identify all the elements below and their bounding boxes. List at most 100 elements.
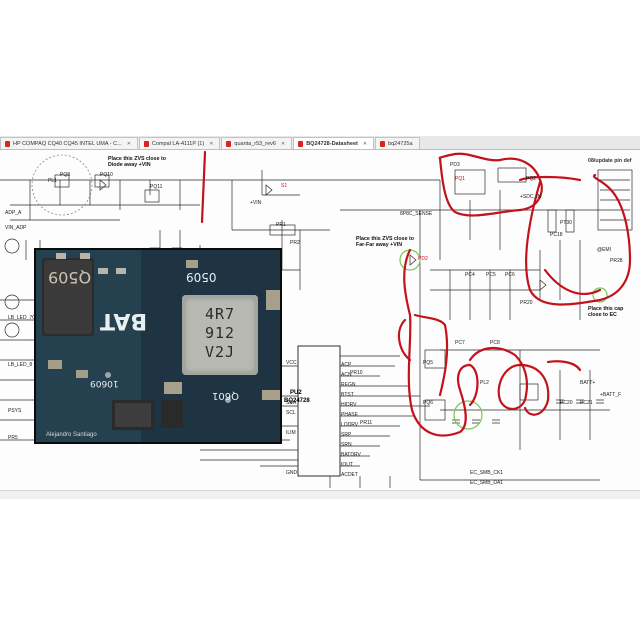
tab-compal[interactable]: Compal LA-4111P (1) ✕ [138,137,221,149]
component-label: 8P8C_SENSE [400,211,433,217]
close-icon[interactable]: ✕ [362,140,368,147]
component-label: PD3 [450,162,460,168]
component-label: PC5 [486,272,496,278]
component-label: PL1 [48,178,57,184]
tab-label: bq24725a [388,140,413,147]
component-label: PC18 [550,232,563,238]
note-cap-ec: Place this cap close to EC [588,306,623,318]
tab-bq24728-datasheet[interactable]: BQ24728-Datasheet ✕ [293,137,375,149]
tab-label: HP COMPAQ CQ40 CQ45 INTEL UMA - C... [13,140,122,147]
photo-credit: Alejandro Santiago [46,432,97,438]
pdf-icon [226,140,232,147]
component-label: SCL [286,410,296,416]
component-label: PQ11 [150,184,163,190]
component-label: PR20 [520,300,533,306]
chip-marking-line-3: V2J [204,343,236,361]
silk-c: 10609 [90,378,119,388]
component-label: IOUT [341,462,353,468]
tab-label: BQ24728-Datasheet [306,140,358,147]
component-label: PC20 [560,400,573,406]
component-label: VIN_ADP [5,225,27,231]
component-label: ACDET [341,472,358,478]
component-label: PQ6 [423,400,434,406]
ic-part-number: BQ24728 [284,398,310,404]
component-label: PQ5 [423,360,434,366]
note-text: Place this ZVS close to Diode away +VIN [108,156,166,168]
component-label: PHASE [341,412,358,418]
component-label: PL2 [480,380,489,386]
pdf-icon [298,140,304,147]
component-label: SDA [286,400,297,406]
component-label: PR28 [610,258,623,264]
component-label: ACP [341,362,352,368]
component-label: LB_LED_8 [8,362,33,368]
schematic-drawing [0,150,633,488]
component-label: EC_SMB_CK1 [470,470,504,476]
close-icon[interactable]: ✕ [126,140,131,147]
component-label: PR1 [276,222,286,228]
ic-reference: PU2 [290,390,302,396]
tab-quanta[interactable]: quanta_r53_rev6 ✕ [221,137,293,149]
component-label: @EMI [597,247,611,253]
note-zvs-far: Place this ZVS close to Far-Far away +VI… [356,236,414,248]
component-label: BATT+ [580,380,596,386]
pdf-icon [5,140,10,147]
close-icon[interactable]: ✕ [209,140,214,147]
component-label: PC4 [465,272,475,278]
component-label: BATDRV [341,452,361,458]
component-label: LODRV [341,422,359,428]
component-label: PR11 [360,420,373,426]
component-label: ACN [341,372,352,378]
inductor-chip: 4R7 912 V2J [182,295,258,375]
tab-bq24725a[interactable]: bq24725a [375,137,420,149]
component-label: +BATT_F [600,392,622,398]
tab-label: quanta_r53_rev6 [234,140,276,147]
component-label: BTST [341,392,354,398]
component-label: PR5 [8,435,18,441]
close-icon[interactable]: ✕ [280,140,286,147]
component-label: PC8 [490,340,500,346]
component-label: PC6 [505,272,515,278]
component-label: ILIM [286,430,296,436]
silk-bat: BAT [100,308,148,333]
tab-bar: HP COMPAQ CQ40 CQ45 INTEL UMA - C... ✕ C… [0,136,640,150]
component-label: LB_LED_7ON [8,315,40,321]
silk-a: 0509 [186,270,217,284]
component-label: PC7 [455,340,465,346]
component-label: PC21 [580,400,593,406]
component-label: EC_SMB_DA1 [470,480,504,486]
component-label: +SDC_IN [520,194,542,200]
component-label: REGN [341,382,356,388]
pcb-photo: BAT Q509 0509 Q601 10609 4R7 912 V2J Ale… [34,248,282,444]
component-label: VCC [286,360,297,366]
component-label: HIDRV [341,402,357,408]
component-label: PQ10 [100,172,113,178]
component-label: PQ8 [60,172,71,178]
zoom-circle-marker [31,154,93,216]
tab-hp-compaq[interactable]: HP COMPAQ CQ40 CQ45 INTEL UMA - C... ✕ [0,137,138,149]
status-bar [0,490,640,499]
component-label: GND [286,470,298,476]
component-label: SRP [341,432,352,438]
component-label: PQ1 [455,176,466,182]
component-label: PT30 [560,220,572,226]
note-text: Place this cap close to EC [588,306,624,318]
note-zvs-diode: Place this ZVS close to Diode away +VIN [108,156,166,168]
chip-marking-line-1: 4R7 [204,305,236,323]
component-label: ADP_A [5,210,22,216]
note-text: Place this ZVS close to Far-Far away +VI… [356,236,414,248]
component-label: +VIN [250,200,262,206]
component-label: PR2 [290,240,300,246]
component-label: PQ2 [526,176,537,182]
silk-b: Q601 [212,390,239,401]
component-label: PD2 [418,256,428,262]
tab-label: Compal LA-4111P (1) [151,140,205,147]
pdf-icon [143,140,149,147]
component-label: PR10 [350,370,363,376]
silk-mid: Q509 [48,268,92,287]
component-label: PSYS [8,408,22,414]
pdf-icon [380,140,386,147]
component-label: SRN [341,442,352,448]
note-text: 08/update pin def [588,158,632,164]
red-annotations [200,150,632,437]
